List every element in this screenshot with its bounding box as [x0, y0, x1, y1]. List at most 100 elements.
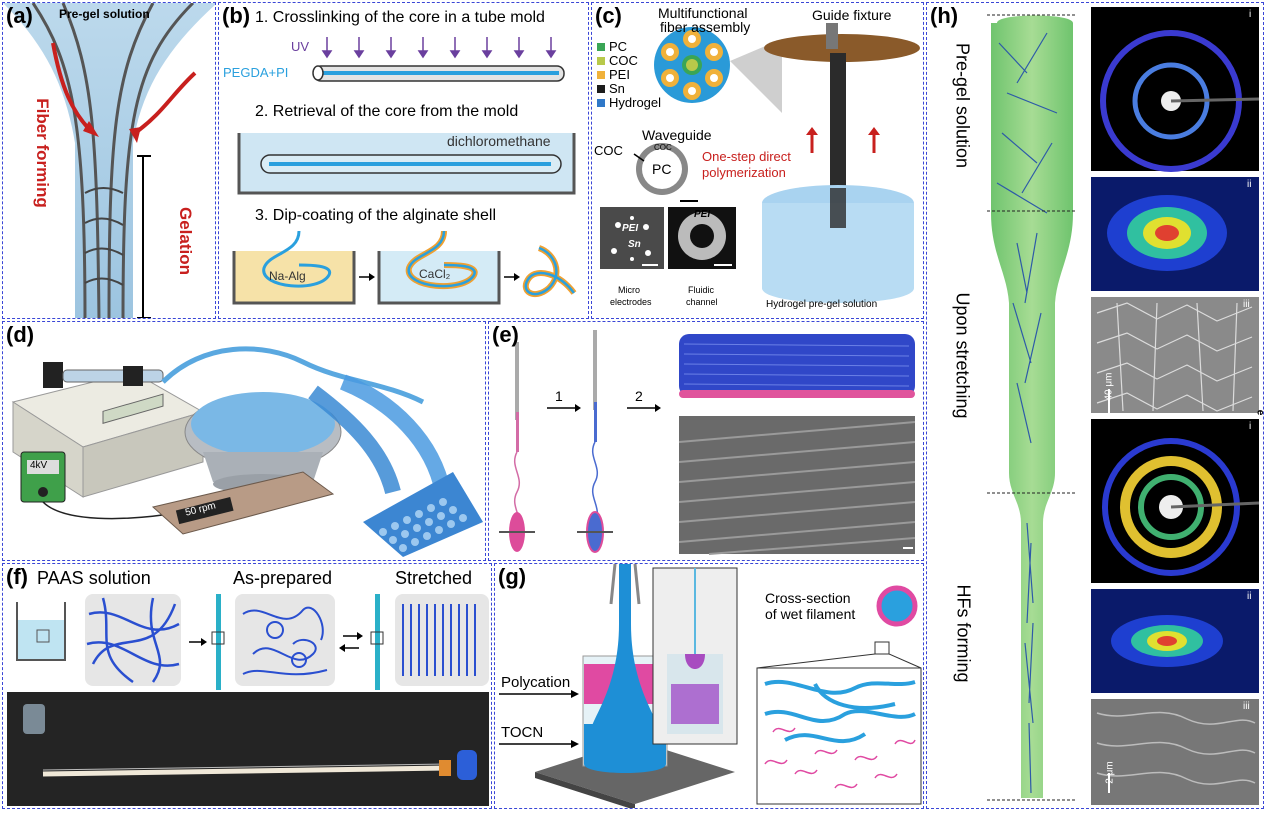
fiber-strand: [107, 3, 155, 318]
hfs-stage-label: HFs forming: [953, 584, 974, 683]
syringe-1-tip: [516, 412, 519, 452]
panel-h-label: (h): [930, 3, 959, 28]
syringe-2-tip: [594, 402, 597, 442]
beam-stop-arm: [1170, 97, 1260, 103]
step-1-label: 1: [555, 388, 563, 404]
uv-arrows: [321, 37, 557, 59]
arrowhead: [575, 404, 581, 412]
onestep-label-1: One-step direct: [702, 149, 791, 164]
panel-d-illustration: [11, 346, 483, 557]
beam-stop-arm: [1170, 501, 1260, 509]
panel-a: (a) Pre-gel solution Fiber forming Gelat…: [2, 2, 216, 319]
tocn-label: TOCN: [501, 724, 544, 741]
arrowhead: [83, 121, 99, 137]
polymer-chains: [86, 597, 180, 684]
naalg-bath: [232, 251, 356, 305]
gelation-arrow-curve: [133, 71, 197, 135]
scattering-halo: [1157, 636, 1177, 646]
tube-end: [312, 65, 324, 81]
arrowhead: [514, 273, 520, 281]
pei-label-1: PEI: [622, 223, 639, 234]
panel-c-label: (c): [595, 3, 622, 28]
roman-i-2: i: [1249, 421, 1252, 432]
pregel-funnel: [3, 3, 215, 318]
mat-texture: [683, 343, 910, 387]
step-2-label: 2: [635, 388, 643, 404]
sem-image-1: [1091, 297, 1259, 413]
scattering-halo: [1155, 225, 1179, 241]
polycation-chains: [764, 727, 916, 789]
beaker-solution: [18, 620, 64, 659]
guide-fixture: [764, 34, 920, 62]
arrowhead: [868, 127, 880, 135]
cross-section-label-1: Cross-section: [765, 590, 851, 606]
arrowhead: [201, 638, 207, 646]
syringe-1: [515, 342, 519, 420]
stretched-label: Stretched: [395, 568, 473, 588]
zoom-cone: [730, 39, 782, 113]
fiber-bundle-cut: [363, 472, 483, 557]
cross-section-circle: [876, 585, 918, 627]
panel-a-illustration: [3, 3, 215, 318]
step2-text: 2. Retrieval of the core from the mold: [255, 103, 519, 120]
roman-iii-1: iii: [1243, 299, 1250, 310]
panel-h-illustration: [987, 7, 1260, 805]
fixture-post: [826, 23, 838, 49]
tocn-layer: [584, 724, 666, 773]
panel-c: (c) PC COC PEI Sn Hydrogel Multifunction…: [591, 2, 924, 319]
paas-label: PAAS solution: [37, 568, 151, 588]
panel-d-label: (d): [6, 322, 35, 347]
pump-clamp: [43, 362, 63, 388]
collector-fibers: [191, 392, 335, 456]
fiber-bundle: [830, 53, 846, 213]
final-core: [524, 246, 575, 296]
vial: [23, 704, 45, 734]
panel-d: (d) 4kV 50 rpm: [2, 321, 486, 561]
jet-2: [592, 441, 598, 523]
arrowhead: [806, 127, 818, 135]
cross-section-label-2: of wet filament: [765, 606, 856, 622]
fiber-forming-label: Fiber forming: [32, 98, 52, 208]
guide-fixture-label: Guide fixture: [812, 7, 892, 23]
arrowhead: [571, 690, 579, 698]
roman-i-1: i: [1249, 9, 1252, 20]
diffraction-ring: [1100, 30, 1242, 172]
paas-chains: [85, 594, 181, 686]
roman-iii-2: iii: [1243, 701, 1250, 712]
step1-text: 1. Crosslinking of the core in a tube mo…: [255, 9, 545, 26]
stretching-stage-label: Upon stretching: [952, 292, 973, 419]
panel-e: (e) 1 2: [488, 321, 924, 561]
legend-coc: COC: [609, 53, 638, 68]
rpm-display: [175, 496, 234, 525]
panel-b: (b) 1. Crosslinking of the core in a tub…: [218, 2, 589, 319]
zoom-line: [756, 653, 876, 669]
dcm-label: dichloromethane: [447, 133, 551, 149]
stretched-fiber: [375, 594, 380, 690]
coc-small-label: COC: [654, 143, 672, 152]
fiber-strand: [121, 3, 195, 318]
panel-g-label: (g): [498, 564, 527, 589]
panel-g: (g) Polycation TOCN Cross-section of wet…: [494, 563, 924, 809]
fiber-strand: [61, 3, 101, 318]
pegda-label: PEGDA+PI: [223, 65, 289, 80]
kv-readout: 4kV: [30, 460, 48, 471]
channel-hole: [690, 224, 714, 248]
sn-label: Sn: [628, 239, 641, 250]
coc-label: COC: [594, 143, 623, 158]
fiber-assembly-label: fiber assembly: [660, 19, 751, 35]
panel-a-label: (a): [6, 3, 33, 28]
filament: [591, 564, 659, 729]
section-dividers: [987, 14, 1077, 801]
micro-label-1: Micro: [618, 285, 640, 295]
micro-label-2: electrodes: [610, 297, 652, 307]
panel-f: (f) PAAS solution As-prepared Stretched: [2, 563, 492, 809]
coated-core: [407, 230, 476, 288]
panel-b-illustration: [232, 37, 577, 305]
roman-ii-2: ii: [1247, 591, 1252, 602]
asprep-label: As-prepared: [233, 568, 333, 588]
fluidic-label-1: Fluidic: [688, 285, 715, 295]
hv-knob: [38, 487, 48, 497]
fiber-submerged: [830, 188, 846, 228]
legend-pc: PC: [609, 39, 628, 54]
plate-edge: [535, 772, 635, 808]
